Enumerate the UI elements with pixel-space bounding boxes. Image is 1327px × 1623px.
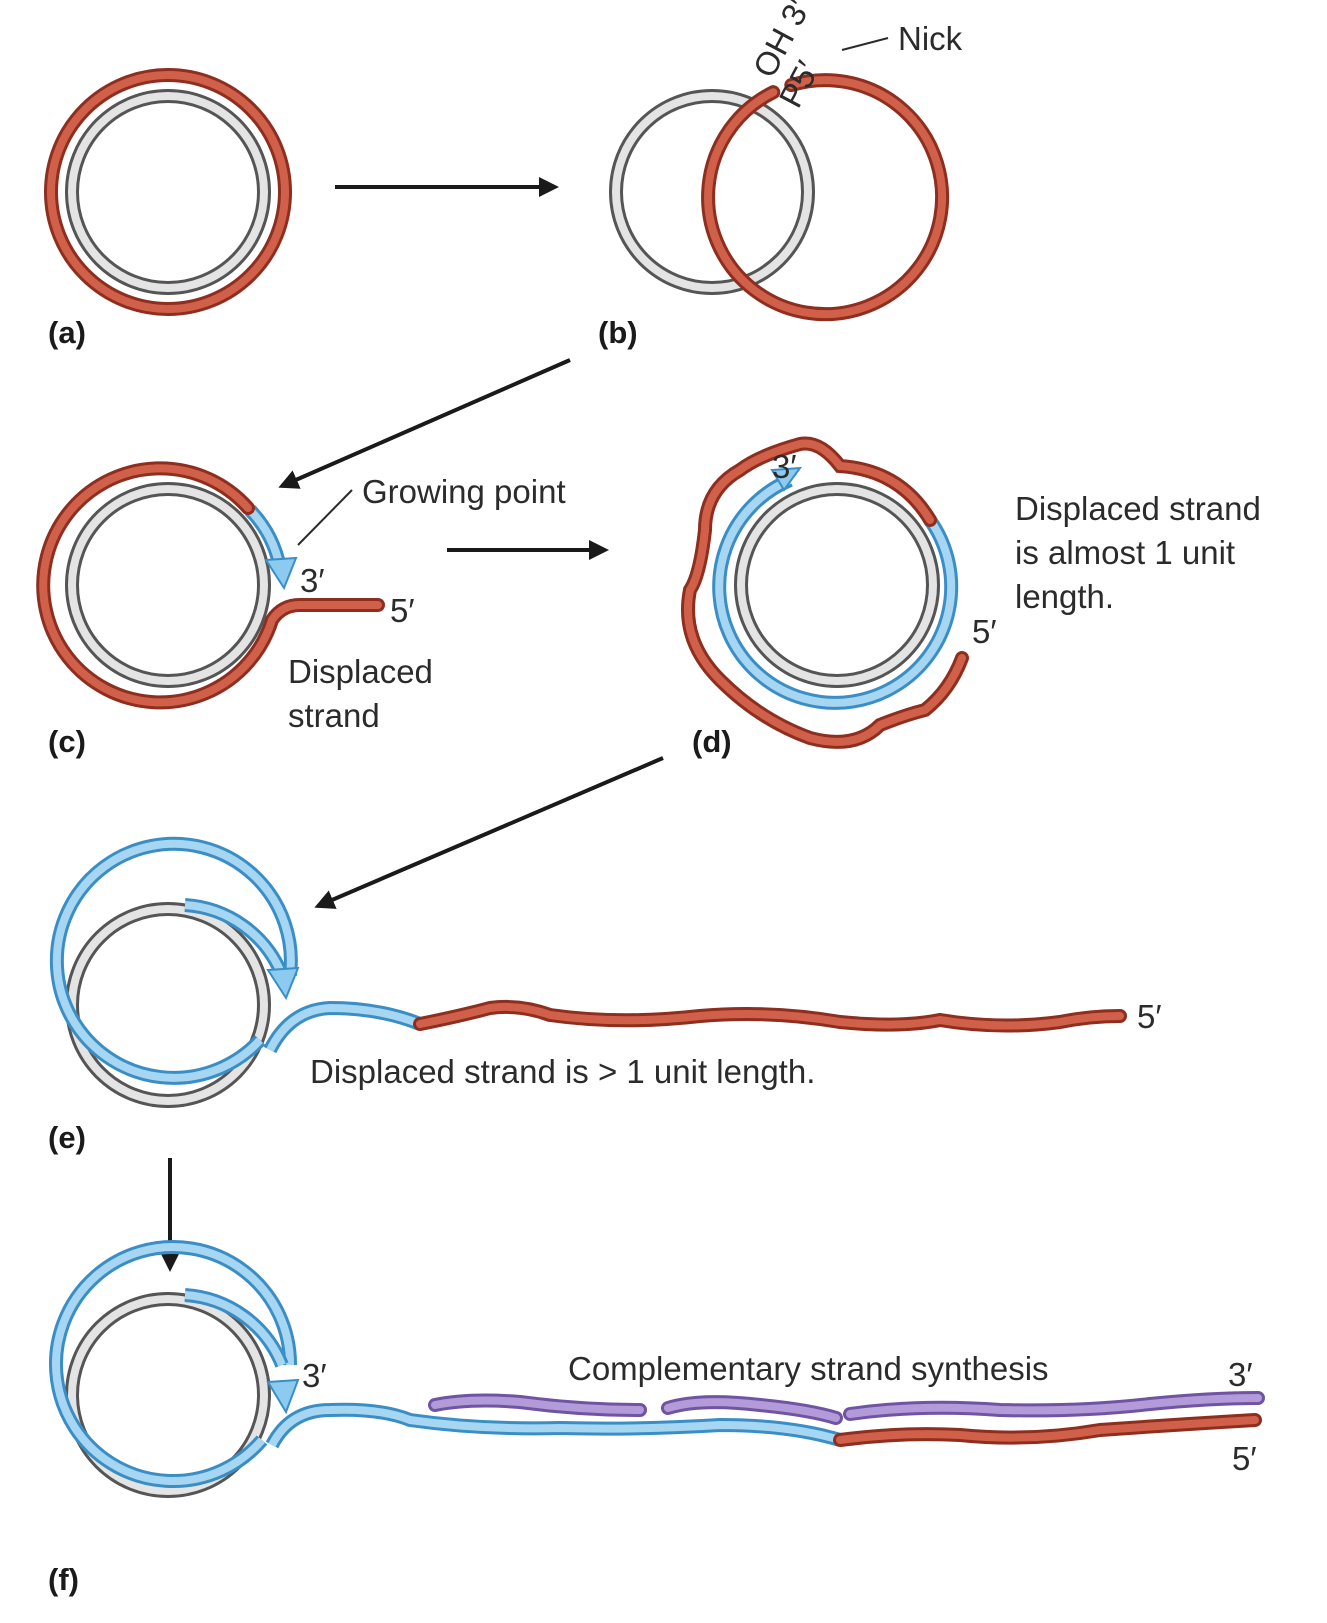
growing-point-pointer: [297, 489, 353, 546]
three-prime-label: 3′: [300, 562, 325, 599]
growing-point-label: Growing point: [362, 473, 566, 510]
three-prime-label: 3′: [772, 448, 797, 485]
displaced-strand-note: Displaced strand is > 1 unit length.: [310, 1053, 815, 1090]
panel-label-c: (c): [48, 724, 86, 759]
growing-point-arrowhead: [770, 466, 803, 492]
displaced-strand-note-line3: length.: [1015, 578, 1114, 615]
panel-b: OH 3′ P5′ Nick (b): [598, 0, 963, 350]
five-prime-label: 5′: [972, 613, 997, 650]
arrow-d-to-e: [314, 756, 664, 909]
displaced-strand-label-line1: Displaced: [288, 653, 433, 690]
three-prime-right-label: 3′: [1228, 1356, 1253, 1393]
displaced-strand-note-line2: is almost 1 unit: [1015, 534, 1235, 571]
panel-c: Growing point 3′ 5′ Displaced strand (c): [36, 461, 566, 759]
growing-point-arrowhead: [266, 1378, 300, 1415]
panel-f: 3′ Complementary strand synthesis 3′ 5′ …: [48, 1240, 1265, 1597]
panel-label-f: (f): [48, 1562, 79, 1597]
growing-point-arrowhead: [264, 556, 298, 591]
panel-label-d: (d): [692, 724, 732, 759]
panel-label-b: (b): [598, 315, 638, 350]
panel-a: (a): [44, 68, 292, 350]
nick-pointer-line: [841, 37, 889, 51]
five-prime-right-label: 5′: [1232, 1440, 1257, 1477]
displaced-strand-note-line1: Displaced strand: [1015, 490, 1261, 527]
arrow-b-to-c: [278, 358, 571, 489]
panel-label-e: (e): [48, 1120, 86, 1155]
complementary-synthesis-label: Complementary strand synthesis: [568, 1350, 1049, 1387]
growing-point-arrowhead: [266, 966, 300, 1001]
panel-d: 3′ 5′ Displaced strand is almost 1 unit …: [681, 436, 1261, 759]
panel-e: 5′ Displaced strand is > 1 unit length. …: [48, 836, 1162, 1155]
five-prime-label: 5′: [1137, 998, 1162, 1035]
displaced-strand-label-line2: strand: [288, 697, 380, 734]
five-prime-label: 5′: [390, 592, 415, 629]
nick-label: Nick: [898, 20, 963, 57]
three-prime-left-label: 3′: [302, 1357, 327, 1394]
panel-label-a: (a): [48, 315, 86, 350]
